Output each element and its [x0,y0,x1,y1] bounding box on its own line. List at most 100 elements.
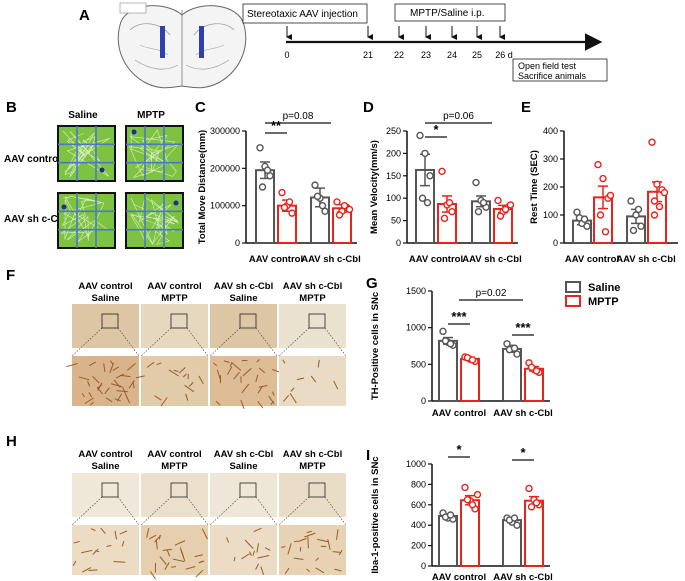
stained-cell [213,362,218,366]
panel-label-f: F [6,267,15,284]
x-category-label: AAV sh c-Cbl [616,254,675,265]
micrograph-lowmag [210,473,277,517]
data-point [256,144,264,152]
panel-label-d: D [363,99,374,116]
micrograph-highmag [141,356,208,406]
stained-cell [317,538,329,543]
significance-label: * [433,122,439,137]
data-point [494,196,502,205]
x-category-label: AAV control [409,254,463,265]
data-point [423,198,432,207]
micrograph-label: AAV sh c-Cbl [214,449,273,460]
data-point [285,198,294,206]
x-category-label: AAV control [432,408,486,419]
significance-label: *** [451,309,467,324]
stained-cell [257,401,264,409]
micrograph-label: AAV sh c-Cbl [214,281,273,292]
micrograph-label: Saline [92,293,120,304]
timeline-tick-label: 23 [421,50,431,60]
injection-box [242,3,368,24]
stained-cell [88,392,93,398]
data-point [345,205,354,214]
data-point [601,228,610,236]
stained-cell [159,556,167,565]
data-point [468,501,477,509]
data-point [627,197,635,205]
data-point [335,211,344,219]
data-point [311,181,319,189]
stained-cell [106,544,112,547]
stained-cell [156,362,162,365]
data-point [448,207,456,216]
stained-cell [315,567,325,574]
y-tick-label: 0 [421,561,426,571]
micrograph-highmag [72,525,139,575]
of-col-saline: Saline [68,110,98,121]
significance-label: * [520,445,526,460]
stained-cell [95,550,100,553]
data-point [421,149,429,158]
micrograph-label: AAV control [78,449,132,460]
stained-cell [194,554,204,558]
data-point [503,340,511,348]
stained-cell [109,360,114,365]
stained-cell [182,373,187,378]
inset-box [101,313,119,329]
data-point [532,499,541,507]
stained-cell [112,366,120,371]
stained-cell [185,393,189,401]
y-axis-label: Rest Time (SEC) [529,150,540,224]
y-tick-label: 0 [421,396,426,406]
stained-cell [293,557,304,560]
stained-cell [244,539,254,549]
data-point [583,222,591,230]
movement-trace [60,195,108,242]
stained-cell [114,530,117,540]
micrograph-lowmag [210,304,277,348]
y-tick-label: 600 [411,500,426,510]
stained-cell [256,358,261,363]
data-point [468,356,477,364]
stained-cell [282,359,286,364]
bar [438,515,458,568]
data-point [527,363,536,371]
stained-cell [233,557,236,562]
stained-cell [78,376,90,381]
data-point [510,514,519,522]
data-point [525,484,533,493]
stained-cell [281,546,286,548]
stained-cell [92,375,100,384]
of-row-control: AAV control [4,154,61,165]
stained-cell [258,385,268,388]
stained-cell [148,534,157,540]
stained-cell [240,399,245,409]
stained-cell [105,397,113,403]
timeline-tick-label: 21 [363,50,373,60]
stained-cell [155,539,158,550]
stained-cell [315,557,320,561]
stained-cell [332,551,341,553]
stained-cell [317,359,320,368]
bar [255,169,275,244]
micrograph-lowmag [279,304,346,348]
y-tick-label: 50 [391,216,401,226]
data-point [660,188,669,197]
micrograph-label: AAV control [147,449,201,460]
animal-position-dot [61,204,67,210]
data-point [263,166,272,174]
micrograph-lowmag [141,304,208,348]
panel-label-g: G [366,275,378,292]
stained-cell [81,393,85,398]
legend-mptp-swatch [565,295,581,307]
stained-cell [270,400,275,405]
data-point [510,344,519,352]
y-tick-label: 400 [411,520,426,530]
panel-label-h: H [6,433,17,450]
data-point [472,178,480,187]
stained-cell [195,569,204,578]
x-category-label: AAV sh c-Cbl [301,254,360,265]
movement-trace [130,196,179,246]
data-point [426,172,434,180]
stained-cell [174,540,186,546]
